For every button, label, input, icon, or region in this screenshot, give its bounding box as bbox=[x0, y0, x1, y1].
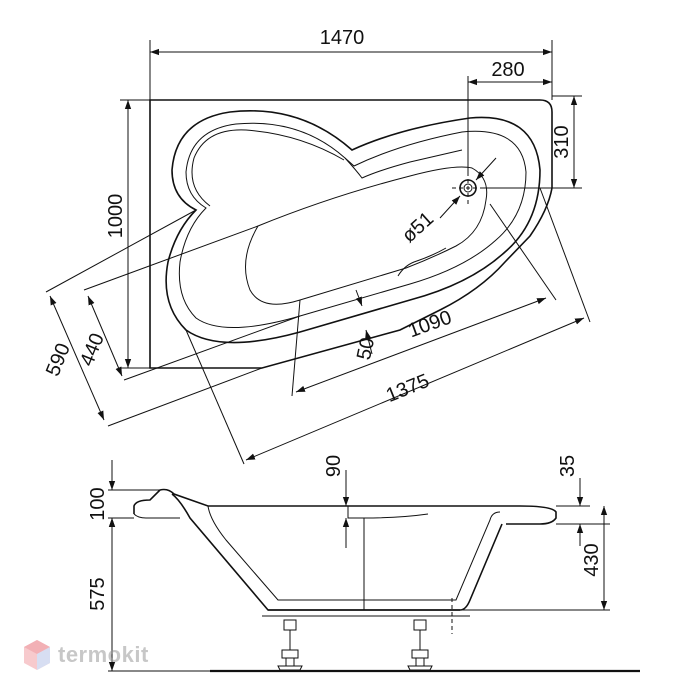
dim-drain-offset-y: 310 bbox=[551, 125, 573, 158]
dim-inner-length: 1090 bbox=[405, 306, 454, 342]
side-seat bbox=[347, 506, 429, 610]
watermark: termokit bbox=[22, 638, 149, 672]
plan-view: 1470 280 310 1000 ø51 1090 1375 50 bbox=[42, 27, 591, 465]
basin-bottom-contour bbox=[245, 166, 488, 305]
seat-step bbox=[344, 149, 463, 277]
leg-left bbox=[277, 619, 303, 671]
watermark-brand: termokit bbox=[58, 642, 149, 667]
dim-drain-offset-x: 280 bbox=[491, 59, 524, 81]
termokit-logo-icon bbox=[24, 640, 50, 670]
dim-step-depth: 90 bbox=[323, 455, 345, 477]
dim-inner-width: 440 bbox=[76, 330, 109, 369]
side-rim-profile bbox=[133, 488, 557, 525]
tub-rim-outline bbox=[149, 99, 553, 369]
dim-seat-gap: 50 bbox=[353, 336, 379, 362]
dim-tub-height: 430 bbox=[581, 543, 603, 576]
dim-top-width: 1470 bbox=[320, 27, 365, 49]
side-view: 100 575 90 35 430 bbox=[87, 455, 640, 673]
dim-drain-diameter: ø51 bbox=[398, 208, 438, 247]
dim-outer-width: 590 bbox=[42, 340, 75, 379]
dim-rim-height: 100 bbox=[87, 487, 109, 520]
dim-total-depth: 1000 bbox=[105, 194, 127, 239]
basin-outer-contour bbox=[165, 110, 541, 344]
leg-right bbox=[407, 619, 433, 671]
basin-inner-contour bbox=[178, 122, 527, 329]
drain-inner bbox=[463, 183, 473, 193]
dim-rim-thickness: 35 bbox=[557, 455, 579, 477]
side-shell-outer bbox=[171, 493, 503, 611]
side-shell-inner bbox=[207, 505, 501, 601]
headrest-contour bbox=[191, 129, 345, 207]
side-rim-bottom bbox=[133, 513, 180, 519]
dim-leg-height: 575 bbox=[87, 577, 109, 610]
dim-outer-length: 1375 bbox=[383, 370, 433, 407]
